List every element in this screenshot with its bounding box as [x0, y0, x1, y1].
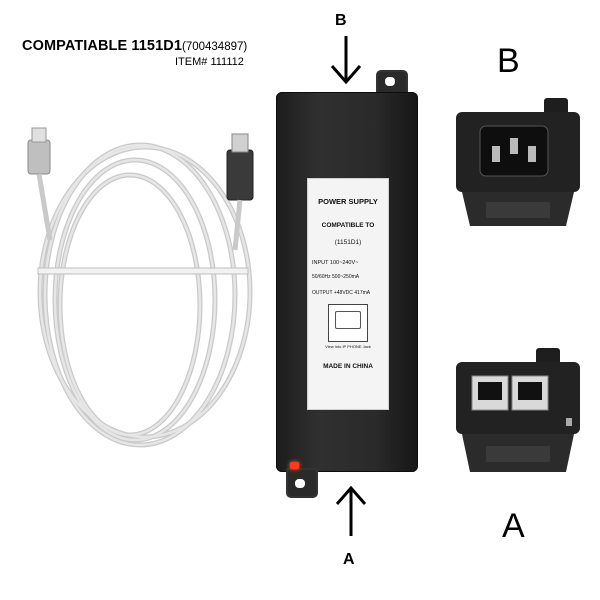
- label-b-view: B: [497, 42, 520, 80]
- arrow-up-icon: [335, 485, 367, 536]
- sticker-model: (1151D1): [334, 239, 362, 246]
- label-a-view: A: [502, 507, 525, 545]
- adapter-label-sticker: POWER SUPPLY COMPATIBLE TO (1151D1) INPU…: [307, 178, 389, 410]
- jack-diagram-icon: [328, 304, 368, 342]
- product-title: COMPATIABLE 1151D1(700434897): [22, 38, 247, 54]
- sticker-power-supply: POWER SUPPLY: [318, 197, 378, 206]
- label-b-top: B: [335, 12, 347, 29]
- sticker-jack-note: View into IP PHONE Jack: [325, 344, 371, 349]
- sticker-input: INPUT 100~240V~: [312, 260, 359, 266]
- product-title-main: COMPATIABLE 1151D1: [22, 38, 182, 54]
- item-number: ITEM# 111112: [175, 56, 244, 68]
- label-a-bottom: A: [343, 551, 355, 568]
- sticker-frequency: 50/60Hz 500~250mA: [312, 274, 360, 280]
- power-led-icon: [290, 462, 299, 469]
- arrow-down-icon: [330, 36, 362, 85]
- sticker-output: OUTPUT +48VDC 417mA: [312, 290, 371, 296]
- sticker-made-in: MADE IN CHINA: [323, 363, 373, 370]
- adapter-mount-tab-bottom: [286, 468, 318, 498]
- view-b-power-inlet-image: [456, 98, 580, 226]
- product-part-number: (700434897): [182, 41, 248, 53]
- sticker-compatible-to: COMPATIBLE TO: [321, 222, 375, 229]
- view-a-rj45-ports-image: [456, 348, 580, 472]
- ethernet-cable-image: [27, 127, 254, 448]
